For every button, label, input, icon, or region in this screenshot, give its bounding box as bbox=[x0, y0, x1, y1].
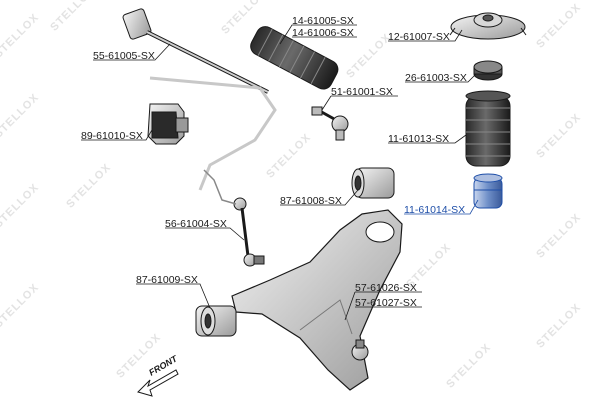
part-label: 56-61004-SX bbox=[165, 218, 227, 230]
part-label: 12-61007-SX bbox=[388, 31, 450, 43]
part-label: 51-61001-SX bbox=[331, 86, 393, 98]
steering-boot bbox=[250, 26, 339, 90]
stabilizer-bar bbox=[149, 76, 277, 191]
stabilizer-link bbox=[203, 169, 265, 267]
strut-mount bbox=[449, 12, 527, 40]
strut-bearing bbox=[473, 60, 503, 81]
part-label: 55-61005-SX bbox=[93, 50, 155, 62]
part-label-highlighted: 11-61014-SX bbox=[404, 204, 466, 216]
tie-rod bbox=[122, 8, 269, 94]
strut-boot bbox=[465, 90, 511, 167]
part-label: 87-61009-SX bbox=[136, 274, 198, 286]
part-label: 14-61005-SX bbox=[292, 15, 354, 27]
part-label: 87-61008-SX bbox=[280, 195, 342, 207]
stabilizer-bushing bbox=[147, 103, 189, 145]
front-arrow-icon bbox=[137, 369, 179, 397]
part-label: 11-61013-SX bbox=[388, 133, 450, 145]
tie-rod-end bbox=[311, 106, 349, 141]
bump-stop bbox=[473, 173, 503, 209]
part-label: 57-61026-SX bbox=[355, 282, 417, 294]
leader-lines bbox=[81, 24, 479, 321]
part-label: 26-61003-SX bbox=[405, 72, 467, 84]
part-label: 57-61027-SX bbox=[355, 297, 417, 309]
control-arm-bushing-front bbox=[195, 305, 237, 337]
ball-joint bbox=[351, 339, 369, 361]
control-arm-bushing-rear bbox=[351, 167, 395, 199]
part-label: 14-61006-SX bbox=[292, 27, 354, 39]
part-label: 89-61010-SX bbox=[81, 130, 143, 142]
